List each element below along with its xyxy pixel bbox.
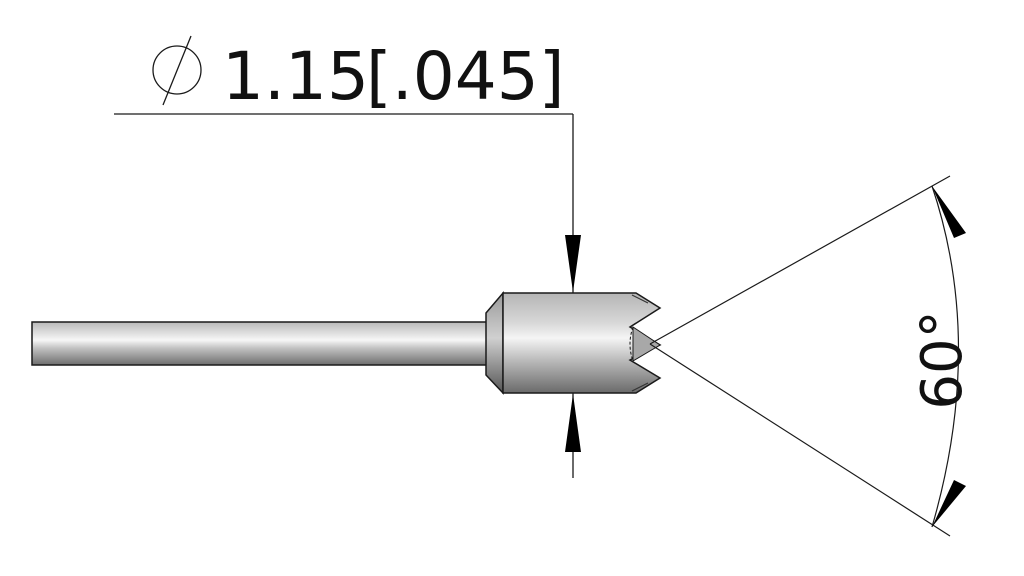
arrowhead-angle-top-icon [932, 186, 966, 238]
diameter-symbol-icon [152, 35, 202, 106]
diameter-value: 1.15 [222, 38, 369, 115]
angle-dimension-label: 60° [910, 310, 975, 409]
pin-shaft [31, 321, 489, 366]
arrowhead-up-icon [565, 394, 581, 452]
angle-extension-lines [649, 175, 951, 537]
angle-dimension-arc [931, 185, 966, 528]
diameter-dimension-label: 1.15 [.045] [152, 35, 564, 115]
pin-chamfer [485, 290, 504, 395]
arrowhead-angle-bottom-icon [932, 480, 966, 527]
diameter-value-imperial: [.045] [366, 38, 564, 115]
angle-value: 60° [910, 310, 975, 409]
pin-crown-head [502, 292, 662, 394]
arrowhead-down-icon [565, 235, 581, 292]
diameter-leader [114, 113, 581, 478]
